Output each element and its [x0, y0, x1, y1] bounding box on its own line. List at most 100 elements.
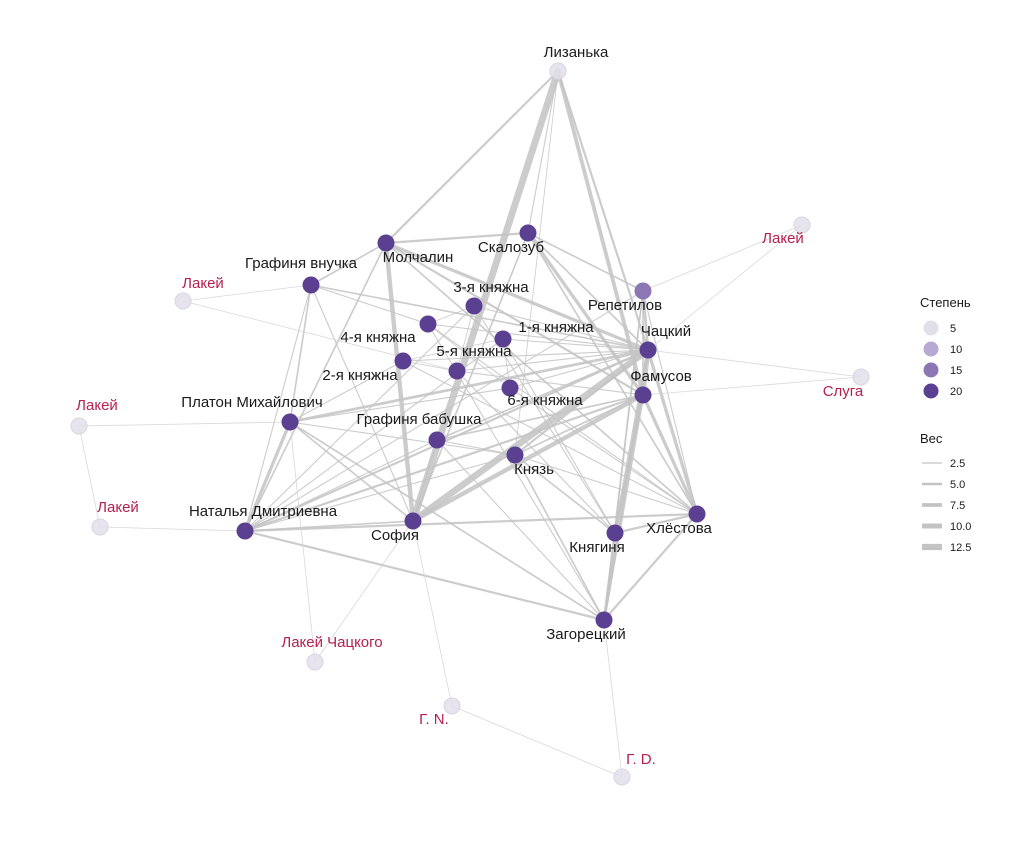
node-label-knyazhna4: 4-я княжна — [340, 329, 416, 346]
edge-chatsky-khlestova — [646, 348, 699, 516]
node-knyazhna4 — [419, 315, 437, 333]
edge-lakey2-repetilov — [642, 224, 803, 292]
node-knyazhna1 — [494, 330, 512, 348]
edge-famusov-zagoretsky — [602, 393, 645, 622]
edge-natalya-khlestova — [243, 512, 699, 533]
edge-knyazhna5-knyaginya — [456, 370, 616, 534]
edge-knyaz-zagoretsky — [514, 454, 605, 621]
edges-layer — [78, 67, 862, 778]
node-lakey1 — [174, 292, 192, 310]
edge-chatsky-repetilov — [641, 289, 650, 352]
edge-knyazhna5-chatsky — [456, 349, 649, 372]
degree-legend-swatch — [923, 383, 939, 399]
edge-grafinya_vnuchka-knyazhna4 — [310, 284, 429, 325]
edge-knyazhna1-chatsky — [502, 338, 649, 351]
node-label-sluga: Слуга — [823, 383, 864, 400]
edge-knyazhna4-chatsky — [427, 323, 649, 351]
edge-lizanka-molchalin — [384, 69, 560, 245]
weight-legend-label: 5.0 — [950, 479, 965, 491]
node-knyaginya — [606, 524, 624, 542]
degree-legend-swatch — [923, 341, 939, 357]
node-label-lakey_chatskogo: Лакей Чацкого — [281, 634, 382, 651]
node-label-lakey2: Лакей — [762, 230, 804, 247]
edge-lakey3-platon — [78, 421, 291, 427]
node-label-sofia: София — [371, 527, 419, 544]
edge-knyazhna3-knyazhna5 — [456, 305, 475, 372]
edge-repetilov-khlestova — [642, 290, 698, 515]
node-sofia — [404, 512, 422, 530]
node-gd — [613, 768, 631, 786]
edge-knyaz-platon — [289, 421, 516, 456]
edge-repetilov-natalya — [244, 290, 644, 532]
node-lakey4 — [91, 518, 109, 536]
degree-legend-swatch — [923, 320, 939, 336]
edge-knyazhna2-chatsky — [402, 349, 649, 362]
weight-legend-label: 7.5 — [950, 500, 965, 512]
node-knyazhna2 — [394, 352, 412, 370]
node-label-lakey4: Лакей — [97, 499, 139, 516]
node-label-khlestova: Хлёстова — [646, 520, 712, 537]
node-label-platon: Платон Михайлович — [181, 394, 322, 411]
node-platon — [281, 413, 299, 431]
node-label-skalozub: Скалозуб — [478, 239, 544, 256]
node-label-knyazhna5: 5-я княжна — [436, 343, 512, 360]
node-lakey_chatskogo — [306, 653, 324, 671]
edge-platon-sofia — [289, 421, 414, 522]
degree-legend-label: 20 — [950, 386, 962, 398]
degree-legend-label: 5 — [950, 323, 956, 335]
node-label-lizanka: Лизанька — [544, 44, 609, 61]
edge-knyaz-knyaginya — [514, 454, 616, 534]
node-label-famusov: Фамусов — [630, 368, 692, 385]
edge-knyazhna5-famusov — [456, 370, 644, 396]
edge-grafinya_babushka-natalya — [244, 439, 438, 532]
edge-platon-zagoretsky — [289, 421, 605, 621]
node-label-knyazhna6: 6-я княжна — [507, 392, 583, 409]
edge-knyaz-khlestova — [514, 454, 698, 515]
node-label-knyaz: Князь — [514, 461, 554, 478]
node-label-lakey3: Лакей — [76, 397, 118, 414]
edge-sofia-chatsky — [409, 346, 652, 525]
edge-lakey_chatskogo-platon — [289, 421, 316, 663]
node-knyazhna6 — [501, 379, 519, 397]
node-molchalin — [377, 234, 395, 252]
edge-natalya-platon — [243, 420, 292, 533]
edge-lizanka-chatsky — [556, 69, 650, 352]
weight-legend-label: 10.0 — [950, 521, 971, 533]
edge-knyazhna6-khlestova — [509, 387, 698, 515]
edge-skalozub-khlestova — [527, 232, 698, 515]
edge-gn-gd — [451, 705, 623, 778]
node-label-zagoretsky: Загорецкий — [546, 626, 625, 643]
weight-legend-title: Вес — [920, 431, 943, 446]
edge-knyazhna1-knyaginya — [502, 338, 616, 534]
node-khlestova — [688, 505, 706, 523]
edge-lakey1-knyazhna5 — [182, 300, 458, 372]
edge-skalozub-chatsky — [527, 232, 649, 351]
edge-grafinya_babushka-knyaz — [436, 439, 516, 456]
edge-knyazhna6-chatsky — [509, 349, 649, 389]
node-lizanka — [549, 62, 567, 80]
edge-knyazhna3-natalya — [244, 305, 475, 532]
edge-knyaz-chatsky — [513, 348, 650, 457]
node-grafinya_babushka — [428, 431, 446, 449]
node-skalozub — [519, 224, 537, 242]
node-chatsky — [639, 341, 657, 359]
edge-natalya-sofia — [244, 520, 414, 532]
node-knyaz — [506, 446, 524, 464]
node-zagoretsky — [595, 611, 613, 629]
edge-knyazhna2-khlestova — [402, 360, 698, 515]
edge-knyaz-natalya — [244, 454, 516, 532]
edge-knyazhna1-knyazhna2 — [402, 338, 504, 362]
node-knyazhna3 — [465, 297, 483, 315]
node-label-repetilov: Репетилов — [588, 297, 662, 314]
edge-knyazhna4-knyazhna6 — [427, 323, 511, 389]
node-repetilov — [634, 282, 652, 300]
node-label-chatsky: Чацкий — [641, 323, 691, 340]
edge-knyaz-famusov — [514, 394, 644, 456]
nodes-layer — [70, 62, 870, 786]
node-label-molchalin: Молчалин — [383, 249, 454, 266]
edge-chatsky-natalya — [243, 348, 650, 533]
edge-grafinya_babushka-zagoretsky — [436, 439, 605, 621]
